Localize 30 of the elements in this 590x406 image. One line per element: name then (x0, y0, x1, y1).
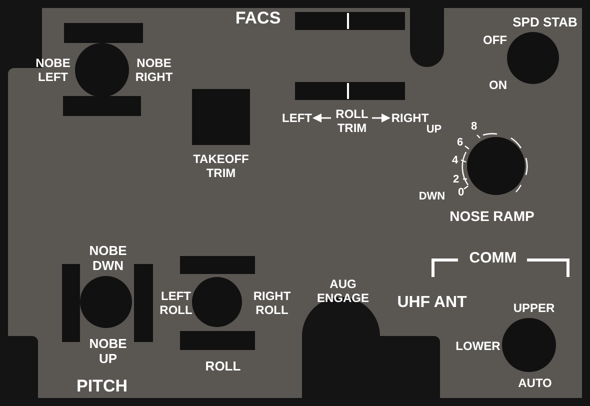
control-label: ROLL (205, 358, 241, 374)
position-label: ON (489, 78, 507, 92)
position-label: NOBE UP (88, 336, 128, 366)
control-label: ROLL TRIM (334, 107, 370, 135)
position-label: LEFT (282, 111, 312, 125)
control-label: AUG ENGAGE (316, 277, 370, 305)
scale-number: 0 (458, 186, 464, 200)
scale-number: 2 (452, 174, 460, 186)
position-label: AUTO (518, 376, 552, 390)
position-label: LEFT ROLL (158, 289, 194, 317)
position-label: RIGHT ROLL (252, 289, 292, 317)
control-label: TAKEOFF TRIM (192, 152, 250, 180)
control-label: NOBE LEFT (34, 56, 72, 84)
position-label: UPPER (513, 301, 555, 315)
position-label: LOWER (456, 339, 500, 353)
position-label: NOBE DWN (88, 243, 128, 273)
position-label: DWN (418, 190, 446, 204)
section-label: COMM (469, 250, 517, 266)
control-label: NOBE RIGHT (134, 56, 174, 84)
panel-title: FACS (235, 8, 281, 28)
position-label: UP (426, 124, 442, 136)
scale-number: 4 (452, 154, 458, 168)
section-label: PITCH (76, 376, 128, 396)
scale-number: 6 (456, 136, 464, 150)
position-label: OFF (483, 33, 507, 47)
scale-number: 8 (470, 120, 478, 134)
control-label: NOSE RAMP (450, 208, 534, 224)
section-label: SPD STAB (512, 14, 578, 30)
control-label: UHF ANT (397, 294, 467, 312)
position-label: RIGHT (391, 111, 429, 125)
